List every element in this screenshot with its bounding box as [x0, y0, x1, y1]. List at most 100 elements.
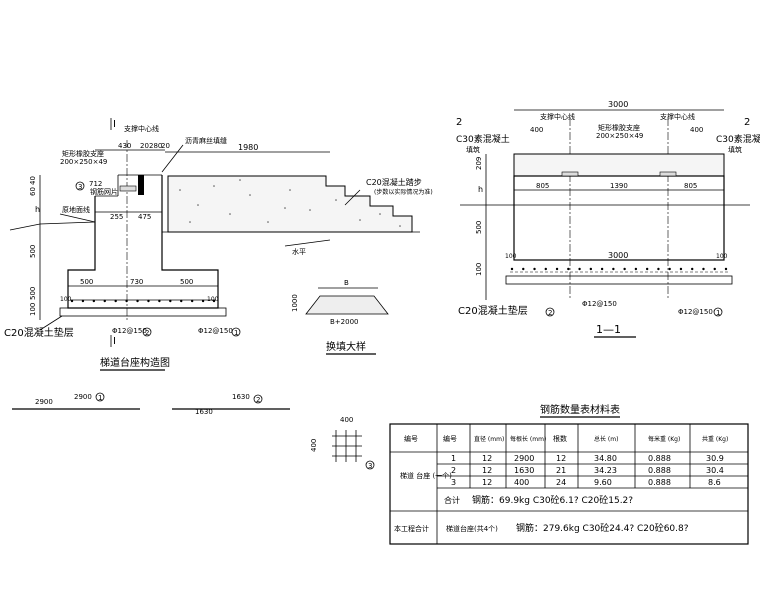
rebar-dot: [201, 299, 205, 303]
rebar-mark-2: 2: [145, 329, 149, 337]
rubber-plate-label: 钢筋网片: [90, 187, 118, 196]
bearing-label: 矩形橡胶支座: [62, 149, 104, 158]
dim-100b: 100: [207, 296, 219, 303]
r0c3: 12: [556, 454, 566, 463]
rebar-mark-3: 3: [78, 183, 82, 191]
project-sub: 梯道台座(共4个): [446, 524, 498, 533]
dim-255: 255: [110, 213, 123, 221]
rebar-dot: [70, 299, 74, 303]
rebar3-dim-top: 400: [340, 416, 353, 424]
rebar-dot: [578, 267, 581, 271]
rebar-dot: [169, 299, 172, 303]
dim-500v2: 500: [29, 287, 37, 300]
right-rebar-spec-1: Φ12@150: [678, 308, 713, 316]
r0c5: 0.888: [648, 454, 671, 463]
concrete-speckle: [179, 179, 401, 227]
c30-right-2: 填筑: [728, 145, 742, 154]
detail-title: 换填大样: [326, 340, 366, 353]
detail-b: B: [344, 279, 349, 287]
dim-430: 430: [118, 142, 131, 150]
dim-100a: 100: [60, 296, 72, 303]
dim-730: 730: [130, 278, 143, 286]
rebar-dot: [724, 267, 728, 271]
th-7: 共重 (Kg): [702, 435, 728, 443]
rebar-dot: [555, 267, 559, 271]
left-title: 梯道台座构造图: [100, 356, 170, 369]
r2c0: 3: [451, 478, 456, 487]
r0c1: 12: [482, 454, 492, 463]
r0c6: 30.9: [706, 454, 724, 463]
rebar-dot: [103, 299, 106, 303]
rebar-dot: [510, 267, 514, 271]
dim-h: h: [35, 205, 40, 214]
rebar3-dim-side: 400: [310, 439, 318, 452]
rebar-dot: [147, 299, 150, 303]
project-text: 钢筋：279.6kg C30砼24.4? C20砼60.8?: [516, 522, 689, 534]
dim-1980: 1980: [238, 143, 258, 152]
table-title: 钢筋数量表材料表: [540, 403, 620, 416]
support-cl-right: 支撑中心线: [660, 112, 695, 121]
rebar-shapes: 2900 2900 1 1630 1630 2 400 400 3: [12, 392, 375, 470]
dim-805b: 805: [684, 182, 697, 190]
section-mark-bottom: I: [113, 336, 116, 347]
detail-1000: 1000: [291, 294, 299, 312]
bearing-size: 200×250×49: [60, 158, 107, 166]
r0c0: 1: [451, 454, 456, 463]
r2c6: 8.6: [708, 478, 721, 487]
left-view: I I 支撑中心线 430 20 280 20 1980 矩形橡胶支座 200×…: [4, 118, 433, 371]
dim-500a: 500: [80, 278, 93, 286]
rebar-dot: [702, 267, 705, 271]
r2c1: 12: [482, 478, 492, 487]
dim-712: 712: [89, 180, 102, 188]
dim-100v-right: 100: [475, 263, 483, 276]
dim-20b: 20: [161, 142, 170, 150]
r1c2: 1630: [514, 466, 534, 475]
th-4: 根数: [553, 434, 567, 443]
cushion-label: C20混凝土垫层: [4, 326, 74, 339]
right-bearing-label: 矩形橡胶支座: [598, 123, 640, 132]
right-mark-2-left: 2: [456, 117, 462, 128]
right-rebar-mark-1: 1: [716, 309, 720, 317]
rebar2-len: 1630: [195, 408, 213, 416]
rebar2-dim: 1630: [232, 393, 250, 401]
right-bearing-size: 200×250×49: [596, 132, 643, 140]
rebar1-mark: 1: [98, 394, 102, 402]
dim-1390: 1390: [610, 182, 628, 190]
rebar-dot: [713, 267, 716, 271]
dim-100a-right: 100: [505, 253, 517, 260]
dim-500b: 500: [180, 278, 193, 286]
steps-note: (步数以实际情况为准): [374, 188, 433, 196]
rebar-dot: [623, 267, 626, 271]
r1c6: 30.4: [706, 466, 724, 475]
rebar-dot: [92, 299, 96, 303]
section-mark-top: I: [113, 119, 116, 130]
rebar-dot: [544, 267, 547, 271]
c30-left-2: 填筑: [466, 145, 480, 154]
rebar-dot: [657, 267, 660, 271]
rebar-dot: [600, 267, 604, 271]
rebar1-len: 2900: [35, 398, 53, 406]
group-label: 梯道 台座 (一个): [400, 471, 452, 480]
th-3: 每根长 (mm): [510, 435, 546, 443]
right-rebar-spec-2: Φ12@150: [582, 300, 617, 308]
section-1-1: 1—1: [596, 323, 621, 336]
rebar-dot: [645, 267, 649, 271]
rebar-dot: [634, 267, 638, 271]
rebar-dot: [81, 299, 85, 303]
r1c5: 0.888: [648, 466, 671, 475]
th-1: 编号: [443, 434, 457, 443]
r1c3: 21: [556, 466, 566, 475]
rebar-dot: [612, 267, 615, 271]
dim-805a: 805: [536, 182, 549, 190]
rebar-dot: [567, 267, 570, 271]
dim-3000: 3000: [608, 251, 628, 260]
detail-b2000: B+2000: [330, 318, 358, 326]
th-6: 每米重 (Kg): [648, 435, 680, 443]
dim-500-right: 500: [475, 221, 483, 234]
concrete-steps-label: C20混凝土踏步: [366, 177, 422, 187]
rebar-dot: [125, 299, 128, 303]
rebar-dot-row-right: [510, 267, 728, 271]
dim-h-right: h: [478, 185, 483, 194]
rebar-dot-row-left: [70, 299, 216, 303]
th-5: 总长 (m): [594, 435, 618, 443]
